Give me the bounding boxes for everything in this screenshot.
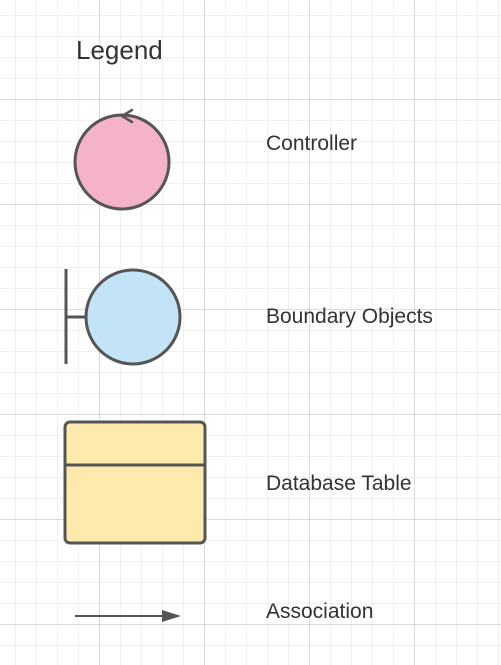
association-arrow-icon[interactable] <box>75 610 181 622</box>
database-table-icon[interactable] <box>63 420 207 545</box>
association-arrowhead <box>162 610 181 622</box>
legend-label-controller: Controller <box>266 132 358 155</box>
controller-arrowhead <box>120 108 134 124</box>
controller-icon[interactable] <box>73 108 171 211</box>
boundary-circle <box>84 268 182 366</box>
boundary-object-icon[interactable] <box>64 268 182 366</box>
legend-label-association: Association <box>266 600 374 623</box>
controller-circle <box>73 113 171 211</box>
database-table-body <box>63 420 207 545</box>
legend-label-boundary-objects: Boundary Objects <box>266 305 433 328</box>
legend-title: Legend <box>76 35 163 65</box>
legend-label-database-table: Database Table <box>266 472 412 495</box>
